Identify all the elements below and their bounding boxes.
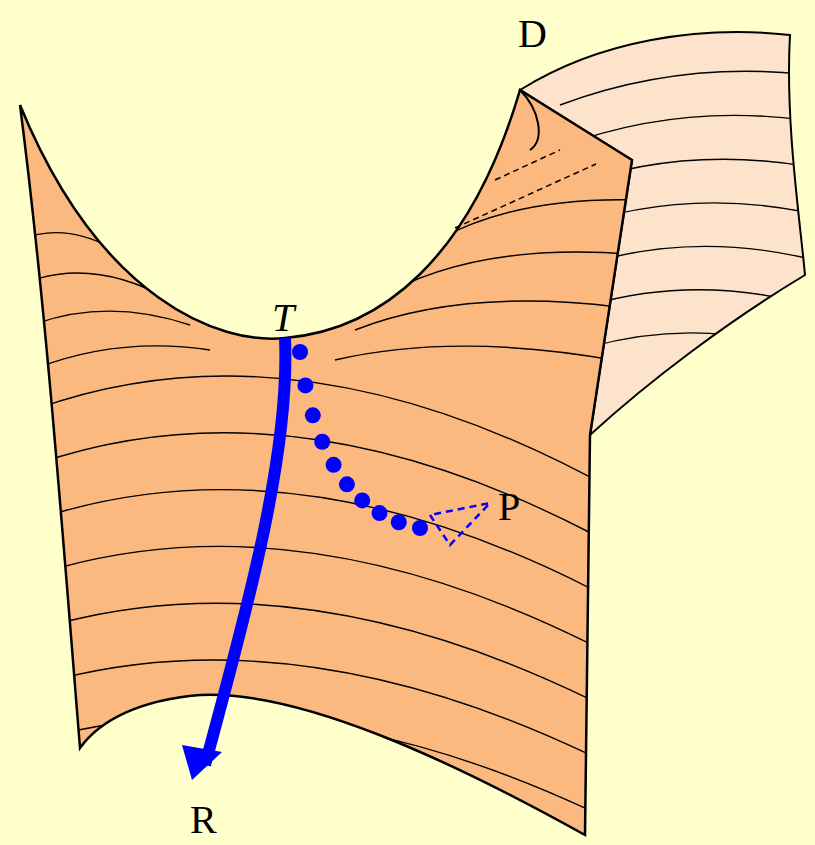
contour-line — [20, 717, 640, 835]
arrow-head — [182, 745, 222, 780]
contour-line — [20, 376, 640, 505]
hidden-line — [455, 150, 596, 228]
point-label: D — [518, 14, 547, 54]
fold-edge — [520, 90, 539, 150]
contour-line — [20, 774, 640, 845]
path-dot — [292, 344, 308, 360]
contour-line — [395, 200, 640, 270]
contour-line — [20, 546, 640, 670]
surface-outline — [20, 90, 632, 835]
path-dot — [339, 476, 355, 492]
point-label: P — [498, 487, 520, 527]
contour-line — [335, 346, 640, 365]
surface-front — [20, 90, 640, 845]
path-dot — [412, 520, 428, 536]
reaction-paths — [182, 338, 490, 780]
dotted-path — [292, 344, 428, 536]
path-dot — [326, 457, 342, 473]
reaction-path — [205, 338, 285, 765]
dashed-arrow-head — [430, 503, 490, 545]
point-label: R — [190, 800, 217, 840]
path-dot — [391, 514, 407, 530]
path-dot — [372, 505, 388, 521]
contour-line — [355, 301, 640, 330]
front-surface — [20, 90, 632, 835]
point-label: T — [272, 298, 294, 338]
contour-line — [375, 252, 640, 300]
contour-line — [560, 71, 810, 105]
path-dot — [297, 377, 313, 393]
path-dot — [305, 407, 321, 423]
path-dot — [314, 434, 330, 450]
path-dot — [354, 492, 370, 508]
contour-line — [20, 603, 640, 725]
contour-line — [20, 490, 640, 615]
contour-line — [20, 433, 640, 560]
